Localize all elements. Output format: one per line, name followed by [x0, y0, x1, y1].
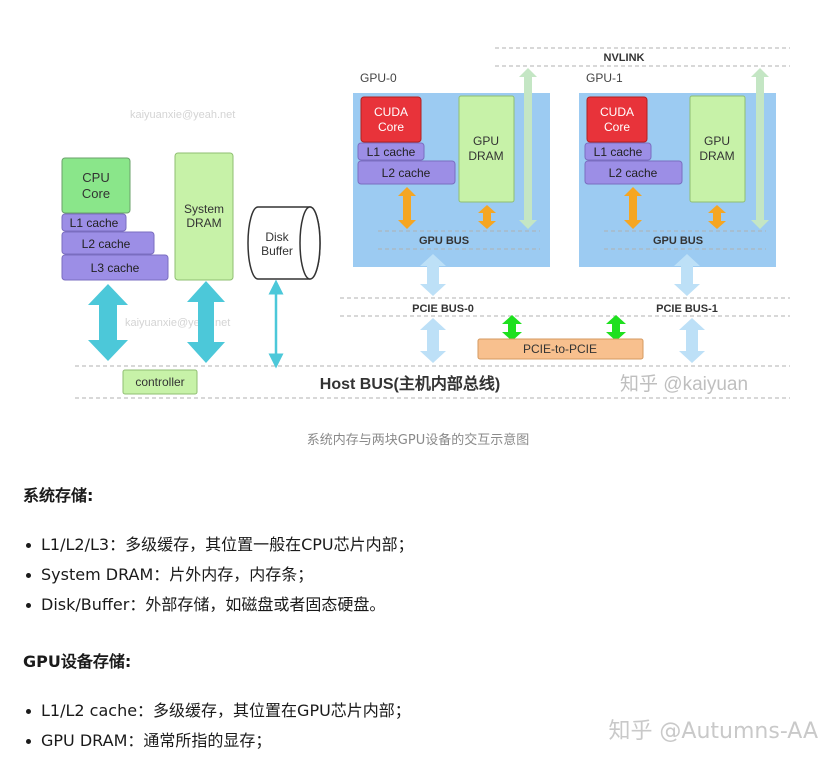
gpu-1-pcie-label: PCIE BUS-1 [656, 303, 718, 315]
gpu-1-cuda-label-1: CUDA [600, 105, 634, 119]
figure-watermark-1: kaiyuanxie@yeah.net [130, 109, 235, 121]
cpu-l3-cache [61, 254, 169, 281]
gpu-0-dram-label-2: DRAM [468, 149, 503, 163]
gpu-1-l2-cache [584, 160, 683, 185]
gpu-0-cuda-label-1: CUDA [374, 105, 408, 119]
nvlink-arrow-gpu0 [519, 68, 537, 229]
gpu-0-cuda-core [360, 96, 422, 143]
gpu-0-bus-label: GPU BUS [419, 235, 469, 247]
gpu-1: GPU-1 CUDA Core L1 cache L2 cache GPU DR… [579, 71, 776, 363]
cpu-block: CPU Core L1 cache L2 cache L3 cache [61, 157, 169, 281]
list-item: GPU DRAM：通常所指的显存； [23, 726, 411, 756]
controller-label: controller [135, 375, 184, 389]
gpu-1-dram-bus-arrow [708, 205, 726, 229]
gpu-1-cuda-core [586, 96, 648, 143]
gpu-0-host-arrow [420, 318, 446, 363]
gpu-1-l1-cache [584, 142, 652, 161]
cpu-core [61, 157, 131, 214]
gpu-0-pcie-arrow [420, 254, 446, 296]
pcie-to-pcie-label: PCIE-to-PCIE [523, 342, 597, 356]
list-item: Disk/Buffer：外部存储，如磁盘或者固态硬盘。 [23, 590, 414, 620]
pcie-bridge-arrow-left [502, 315, 522, 341]
system-dram: System DRAM [174, 152, 234, 281]
figure-watermark-2: kaiyuanxie@yeah.net [125, 317, 230, 329]
system-storage-list: L1/L2/L3：多级缓存，其位置一般在CPU芯片内部； System DRAM… [23, 530, 414, 620]
cpu-host-arrow [88, 284, 128, 361]
system-dram-label-2: DRAM [186, 216, 221, 230]
gpu-1-cuda-label-2: Core [604, 120, 630, 134]
gpu-1-pcie-arrow [674, 254, 700, 296]
page-watermark: 知乎 @Autumns-AA [608, 719, 818, 744]
cpu-l1-cache [61, 213, 127, 232]
cpu-l2-label: L2 cache [82, 237, 131, 251]
gpu-0-cache-bus-arrow [398, 187, 416, 229]
gpu-0-dram-bus-arrow [478, 205, 496, 229]
section-title-gpu-storage: GPU设备存储: [23, 652, 132, 671]
gpu-0-l2-cache [357, 160, 456, 185]
cpu-l3-label: L3 cache [91, 261, 140, 275]
gpu-1-dram-label-2: DRAM [699, 149, 734, 163]
pcie-to-pcie-box [477, 338, 644, 360]
gpu-1-dram-label-1: GPU [704, 134, 730, 148]
figure-caption: 系统内存与两块GPU设备的交互示意图 [306, 433, 530, 448]
gpu-0: GPU-0 CUDA Core L1 cache L2 cache GPU DR… [353, 71, 550, 363]
memory-architecture-diagram: kaiyuanxie@yeah.net kaiyuanxie@yeah.net … [61, 47, 790, 399]
cpu-core-label-2: Core [82, 186, 110, 201]
gpu-0-dram-label-1: GPU [473, 134, 499, 148]
gpu-0-cuda-label-2: Core [378, 120, 404, 134]
gpu-0-l1-label: L1 cache [367, 145, 416, 159]
gpu-1-dram [689, 95, 746, 203]
cpu-core-label-1: CPU [82, 170, 109, 185]
section-title-system-storage: 系统存储: [23, 486, 94, 505]
pcie-bridge-arrow-right [606, 315, 626, 341]
cpu-l2-cache [61, 231, 155, 255]
dram-host-arrow [187, 281, 225, 363]
gpu-1-l1-label: L1 cache [594, 145, 643, 159]
gpu-1-l2-label: L2 cache [609, 166, 658, 180]
gpu-0-pcie-label: PCIE BUS-0 [412, 303, 474, 315]
cpu-l1-label: L1 cache [70, 216, 119, 230]
host-bus-label: Host BUS(主机内部总线) [320, 374, 500, 393]
gpu-0-label: GPU-0 [360, 71, 397, 85]
gpu-1-host-arrow [679, 318, 705, 363]
list-item: L1/L2/L3：多级缓存，其位置一般在CPU芯片内部； [23, 530, 414, 560]
controller-box: controller [122, 369, 198, 395]
gpu-0-l2-label: L2 cache [382, 166, 431, 180]
gpu-storage-list: L1/L2 cache：多级缓存，其位置在GPU芯片内部； GPU DRAM：通… [23, 696, 411, 756]
figure-watermark-kaiyuan: 知乎 @kaiyuan [620, 373, 748, 395]
system-dram-label-1: System [184, 202, 224, 216]
list-item: System DRAM：片外内存，内存条； [23, 560, 414, 590]
list-item: L1/L2 cache：多级缓存，其位置在GPU芯片内部； [23, 696, 411, 726]
gpu-1-cache-bus-arrow [624, 187, 642, 229]
gpu-1-bus-label: GPU BUS [653, 235, 703, 247]
disk-buffer-label-1: Disk [265, 230, 289, 244]
gpu-0-dram [458, 95, 515, 203]
nvlink-label: NVLINK [604, 52, 645, 64]
gpu-1-label: GPU-1 [586, 71, 623, 85]
dashed-bus-lines [75, 47, 790, 399]
gpu-0-l1-cache [357, 142, 425, 161]
disk-buffer: Disk Buffer [247, 206, 321, 280]
nvlink-arrow-gpu1 [751, 68, 769, 229]
disk-buffer-label-2: Buffer [261, 244, 293, 258]
